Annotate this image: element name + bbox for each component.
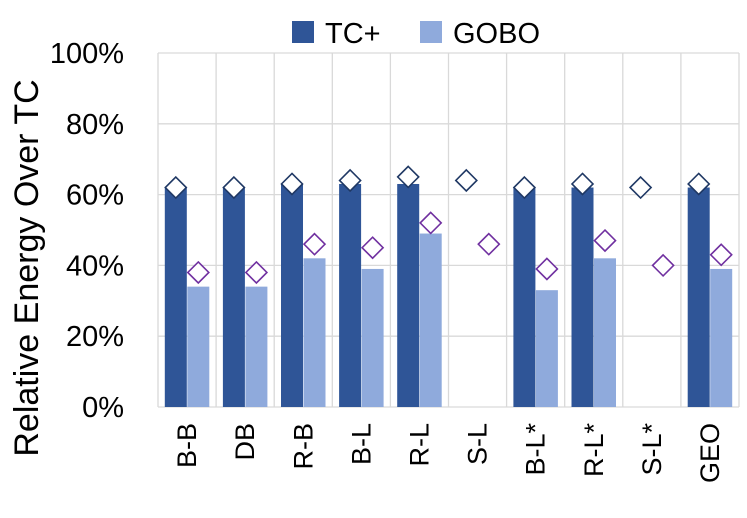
bar-tc-plus [397,183,420,407]
x-tick-label: S-L* [637,423,667,476]
bar-gobo [361,268,384,407]
x-tick-label: DB [230,423,260,461]
markers [164,165,733,285]
x-tick-label: R-B [288,423,318,470]
bar-gobo [303,258,326,407]
legend-swatch [420,21,442,43]
y-tick-label: 40% [66,250,124,282]
marker-tc-side [628,175,653,200]
marker-gobo-side [244,260,269,285]
bar-tc-plus [281,183,303,407]
bar-gobo [594,258,616,407]
x-tick-label: B-B [172,423,202,468]
marker-tc-side [512,175,537,200]
bar-gobo [710,268,733,407]
marker-tc-side [570,172,595,196]
marker-gobo-side [186,260,210,285]
x-tick-label: B-L [346,423,376,465]
y-tick-label: 100% [50,38,124,70]
marker-gobo-side [709,243,733,267]
y-tick-labels: 0% 20% 40% 60% 80% 100% [50,38,124,424]
marker-tc-side [222,175,246,200]
bar-tc-plus [164,187,187,407]
bar-gobo [245,286,268,407]
marker-tc-side [454,168,478,193]
marker-gobo-side [535,257,559,281]
marker-gobo-side [651,253,675,278]
gridlines [157,52,740,408]
y-axis-label: Relative Energy Over TC [8,79,46,456]
bar-tc-plus [687,187,710,407]
x-tick-label: GEO [695,423,725,483]
marker-tc-side [687,172,711,196]
marker-gobo-side [477,232,501,256]
marker-tc-side [396,165,420,189]
marker-gobo-side [302,232,327,256]
marker-gobo-side [360,236,385,260]
x-tick-label: R-L* [579,423,609,478]
bar-gobo [535,290,558,407]
legend-swatch [292,21,314,43]
x-tick-labels: B-B DB R-B B-L R-L S-L B-L* R-L* S-L* GEO [172,423,725,484]
bars [164,183,733,407]
x-tick-label: R-L [404,423,434,467]
bar-tc-plus [339,183,362,407]
marker-gobo-side [419,211,443,235]
legend-label: GOBO [453,18,540,50]
marker-gobo-side [593,228,617,253]
x-tick-label: B-L* [521,423,551,476]
bar-gobo [419,233,442,407]
y-tick-label: 20% [66,321,124,353]
legend-label: TC+ [325,18,381,50]
bar-gobo [187,286,210,407]
bar-tc-plus [571,187,594,407]
bar-tc-plus [513,187,536,407]
legend: TC+ GOBO [292,18,540,50]
y-tick-label: 0% [82,392,124,424]
x-tick-label: S-L [463,423,493,465]
marker-tc-side [164,175,188,200]
marker-tc-side [280,172,304,196]
marker-tc-side [338,168,362,193]
y-tick-label: 60% [66,180,124,212]
y-tick-label: 80% [66,109,124,141]
bar-tc-plus [222,187,245,407]
